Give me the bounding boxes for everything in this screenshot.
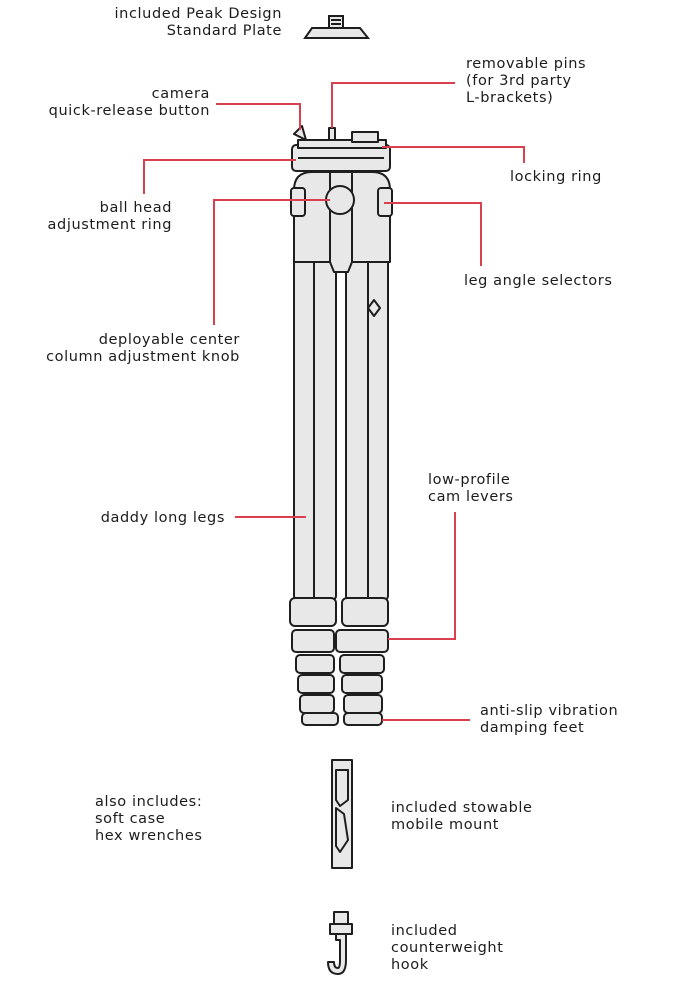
callout-lines (143, 82, 525, 721)
label-standard-plate: included Peak Design Standard Plate (114, 6, 282, 39)
callout-center-column (213, 199, 330, 325)
tripod-illustration (289, 125, 393, 726)
label-cam-levers: low-profile cam levers (428, 472, 514, 505)
callout-leg-angle (384, 202, 482, 266)
callout-removable-pins (331, 82, 455, 128)
callout-camera-release (216, 103, 301, 130)
callout-ball-head (143, 159, 296, 194)
label-leg-angle: leg angle selectors (464, 273, 613, 289)
label-also-includes: also includes: soft case hex wrenches (95, 794, 203, 844)
mobile-mount-illustration (331, 759, 353, 869)
callout-cam-levers (388, 512, 456, 640)
standard-plate-illustration (303, 15, 371, 39)
counterweight-hook-illustration (327, 911, 353, 975)
label-feet: anti-slip vibration damping feet (480, 703, 619, 736)
callout-locking-ring (382, 146, 525, 163)
label-long-legs: daddy long legs (100, 510, 225, 526)
label-ball-head: ball head adjustment ring (47, 200, 172, 233)
label-locking-ring: locking ring (510, 169, 602, 185)
label-removable-pins: removable pins (for 3rd party L-brackets… (466, 56, 587, 106)
label-camera-release: camera quick-release button (48, 86, 210, 119)
label-center-column: deployable center column adjustment knob (46, 332, 240, 365)
label-counterweight-hook: included counterweight hook (391, 923, 504, 973)
label-mobile-mount: included stowable mobile mount (391, 800, 533, 833)
